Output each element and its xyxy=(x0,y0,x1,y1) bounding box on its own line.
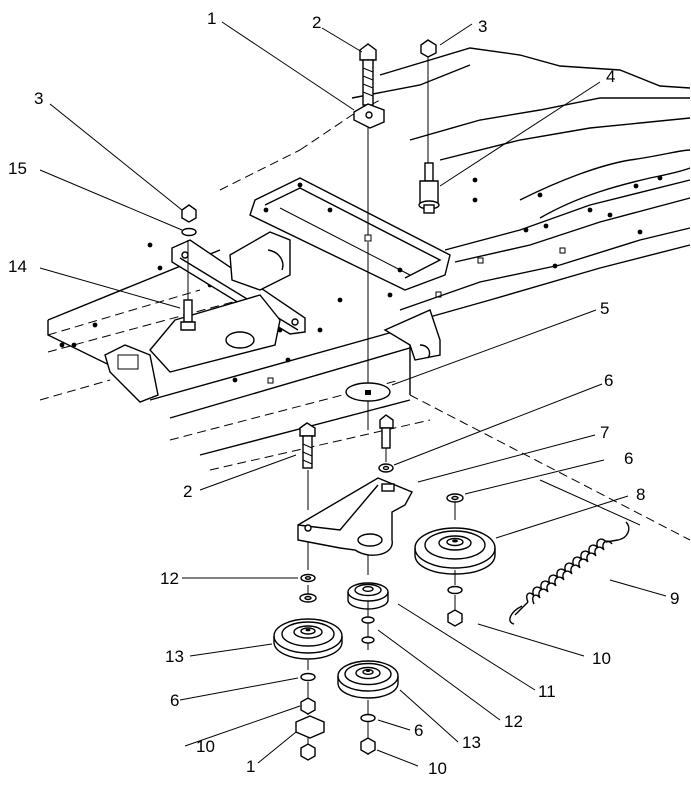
nut-bottom-center xyxy=(360,737,376,755)
clamp-plate-top xyxy=(353,103,385,129)
callout-6-left: 6 xyxy=(170,691,179,710)
callout-3-top-right: 3 xyxy=(478,17,487,36)
callout-4: 4 xyxy=(606,67,615,86)
callout-12-center: 12 xyxy=(504,712,523,731)
callout-12-left: 12 xyxy=(160,569,179,588)
right-upright-bracket xyxy=(383,309,441,361)
bolt-top xyxy=(359,43,377,106)
callout-15: 15 xyxy=(8,159,27,178)
washer-left-low xyxy=(300,672,316,682)
left-nut-washer xyxy=(181,204,197,237)
tension-spring xyxy=(509,521,630,625)
callout-13-left: 13 xyxy=(165,647,184,666)
bolt-left-long xyxy=(299,422,316,469)
callout-7: 7 xyxy=(600,423,609,442)
left-bolt xyxy=(180,299,196,331)
callout-1-top: 1 xyxy=(207,9,216,28)
nut-left-low xyxy=(300,697,316,715)
idler-arm xyxy=(297,477,413,556)
nut-right-low xyxy=(447,609,463,627)
callout-2-lower: 2 xyxy=(183,482,192,501)
callout-13-center: 13 xyxy=(462,733,481,752)
washer-center-1 xyxy=(300,573,316,583)
alignment-lines xyxy=(187,55,456,755)
callout-14: 14 xyxy=(8,257,27,276)
mounting-plate xyxy=(249,177,451,291)
callout-10-right: 10 xyxy=(592,649,611,668)
washer-mid xyxy=(378,463,394,473)
callout-10-bottom: 10 xyxy=(428,759,447,778)
washer-center-2 xyxy=(299,593,317,603)
bolt-mid xyxy=(379,414,394,449)
callout-9: 9 xyxy=(670,589,679,608)
callout-1-bottom: 1 xyxy=(246,757,255,776)
callout-6-upper: 6 xyxy=(604,371,613,390)
washer-bottom-center xyxy=(360,713,376,723)
pulley-large-right xyxy=(414,527,496,575)
callout-2-top: 2 xyxy=(312,13,321,32)
callout-6-bottom: 6 xyxy=(414,721,423,740)
spacer-washer xyxy=(345,382,391,402)
callout-labels: 1 2 3 3 4 15 14 5 6 7 6 2 8 9 12 10 13 1… xyxy=(8,9,679,778)
clamp-plate-bottom xyxy=(295,715,325,739)
leader-lines xyxy=(39,21,667,767)
callout-5: 5 xyxy=(600,299,609,318)
callout-8: 8 xyxy=(636,485,645,504)
spacer-center xyxy=(347,582,389,610)
callout-6-right: 6 xyxy=(624,449,633,468)
callout-10-left: 10 xyxy=(196,737,215,756)
callout-3-left: 3 xyxy=(34,89,43,108)
washer-right-top xyxy=(446,493,464,503)
pulley-left xyxy=(273,618,343,660)
callout-11: 11 xyxy=(538,682,556,701)
left-channel-bracket xyxy=(104,231,306,403)
washer-right-low xyxy=(447,585,463,595)
washer-center-3 xyxy=(361,616,375,644)
stud-shaft xyxy=(418,162,440,214)
nut-bottom-left xyxy=(300,743,316,761)
pulley-bottom-center xyxy=(337,660,399,699)
locknut-top-right xyxy=(420,39,437,58)
